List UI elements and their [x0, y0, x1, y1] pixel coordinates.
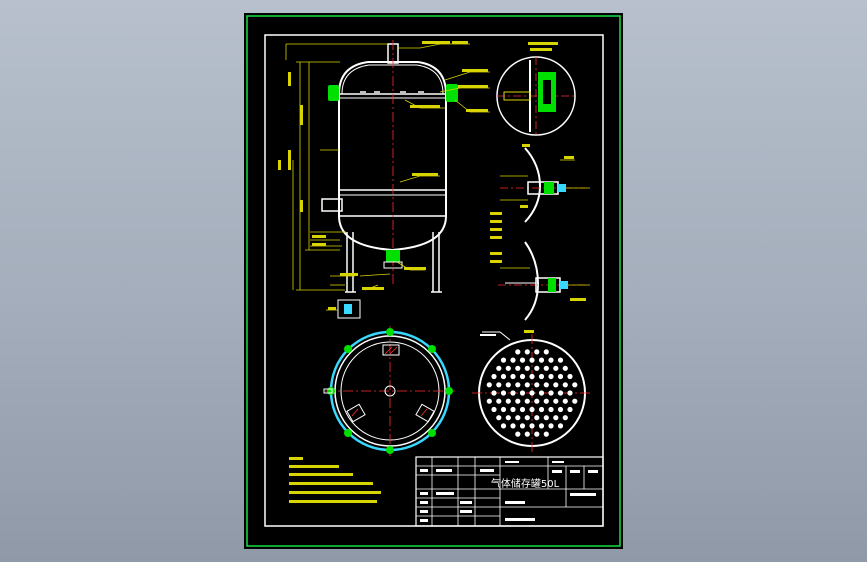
perforation-hole [562, 415, 568, 421]
manway-right [446, 84, 458, 102]
perforation-hole [534, 415, 540, 421]
title-block: 气体储存罐50L [415, 456, 604, 527]
perforation-hole [505, 398, 511, 404]
perforation-hole [491, 390, 497, 396]
perforation-hole [534, 349, 540, 355]
perforation-hole [519, 357, 526, 363]
perforation-hole [557, 357, 564, 363]
perforation-hole [562, 398, 568, 404]
perforation-hole [538, 357, 545, 363]
perforation-hole [486, 382, 492, 388]
perforation-hole [557, 406, 564, 413]
perforation-hole [538, 406, 545, 413]
detail-a-view [496, 42, 576, 136]
perforation-hole [510, 423, 516, 429]
plan-view [323, 326, 455, 456]
perforation-hole [515, 365, 521, 371]
perforation-hole [500, 423, 507, 429]
outer-frame [246, 15, 621, 547]
perforation-hole [500, 406, 507, 413]
perforation-hole [548, 373, 554, 380]
perforation-hole [543, 431, 549, 437]
detail-b-view [490, 144, 590, 239]
perforation-hole [548, 357, 554, 363]
perforation-hole [553, 398, 559, 404]
perforation-hole [548, 406, 554, 413]
perforation-hole [557, 373, 564, 380]
perforation-hole [524, 415, 530, 421]
perforation-hole [505, 365, 511, 371]
perforation-hole [496, 382, 502, 388]
perforation-hole [524, 365, 530, 371]
perforation-hole [557, 390, 564, 396]
perforation-hole [529, 406, 535, 413]
perforation-hole [510, 390, 516, 396]
perforation-hole [486, 398, 492, 404]
perforation-hole [529, 423, 535, 429]
perforation-hole [543, 349, 549, 355]
perforation-hole [529, 373, 535, 380]
perforation-hole [505, 415, 511, 421]
perforation-hole [538, 423, 545, 429]
perforation-hole [524, 349, 530, 355]
technical-notes [289, 457, 381, 503]
perforation-hole [548, 423, 554, 429]
perforation-hole [553, 382, 559, 388]
perforation-hole [534, 398, 540, 404]
perforation-hole [543, 365, 549, 371]
perforation-hole [496, 365, 502, 371]
perforation-hole [510, 357, 516, 363]
perforation-hole [505, 382, 511, 388]
perforation-hole [496, 415, 502, 421]
perforation-hole [515, 398, 521, 404]
perforation-hole [510, 373, 516, 380]
perforation-hole [538, 390, 545, 396]
perforation-hole [572, 398, 578, 404]
perforation-hole [515, 431, 521, 437]
perforation-hole [534, 431, 540, 437]
perforation-hole [567, 373, 573, 380]
perforation-hole [553, 415, 559, 421]
perforation-hole [534, 382, 540, 388]
detail-c-view [490, 241, 590, 333]
perforation-hole [548, 390, 554, 396]
perforation-hole [491, 406, 497, 413]
perforation-hole [567, 406, 573, 413]
perforation-hole [524, 431, 530, 437]
perforation-hole [562, 382, 568, 388]
perforation-hole [572, 382, 578, 388]
perforation-hole [510, 406, 516, 413]
perforation-hole [524, 398, 530, 404]
front-elevation-view [278, 40, 490, 319]
perforation-hole [519, 423, 526, 429]
perforation-hole [529, 390, 535, 396]
perforation-hole [553, 365, 559, 371]
perforation-hole [500, 390, 507, 396]
perforation-hole [515, 415, 521, 421]
perforation-hole [519, 390, 526, 396]
manway-left [328, 85, 339, 101]
perforation-hole [500, 357, 507, 363]
perforation-hole [524, 382, 530, 388]
perforation-hole [515, 382, 521, 388]
perforation-hole [543, 415, 549, 421]
perforation-hole [538, 373, 545, 380]
perforation-hole [519, 406, 526, 413]
perforation-hole [491, 373, 497, 380]
perforation-hole [496, 398, 502, 404]
perforation-hole [567, 390, 573, 396]
perforation-hole [515, 349, 521, 355]
perforation-hole [543, 382, 549, 388]
perforation-hole [529, 357, 535, 363]
perforation-hole [543, 398, 549, 404]
perforation-hole [557, 423, 564, 429]
drawing-title: 气体储存罐50L [491, 477, 560, 490]
perforation-hole [519, 373, 526, 380]
perforated-plate-view [472, 331, 592, 452]
perforation-hole [534, 365, 540, 371]
perforation-hole [562, 365, 568, 371]
perforation-hole [500, 373, 507, 380]
